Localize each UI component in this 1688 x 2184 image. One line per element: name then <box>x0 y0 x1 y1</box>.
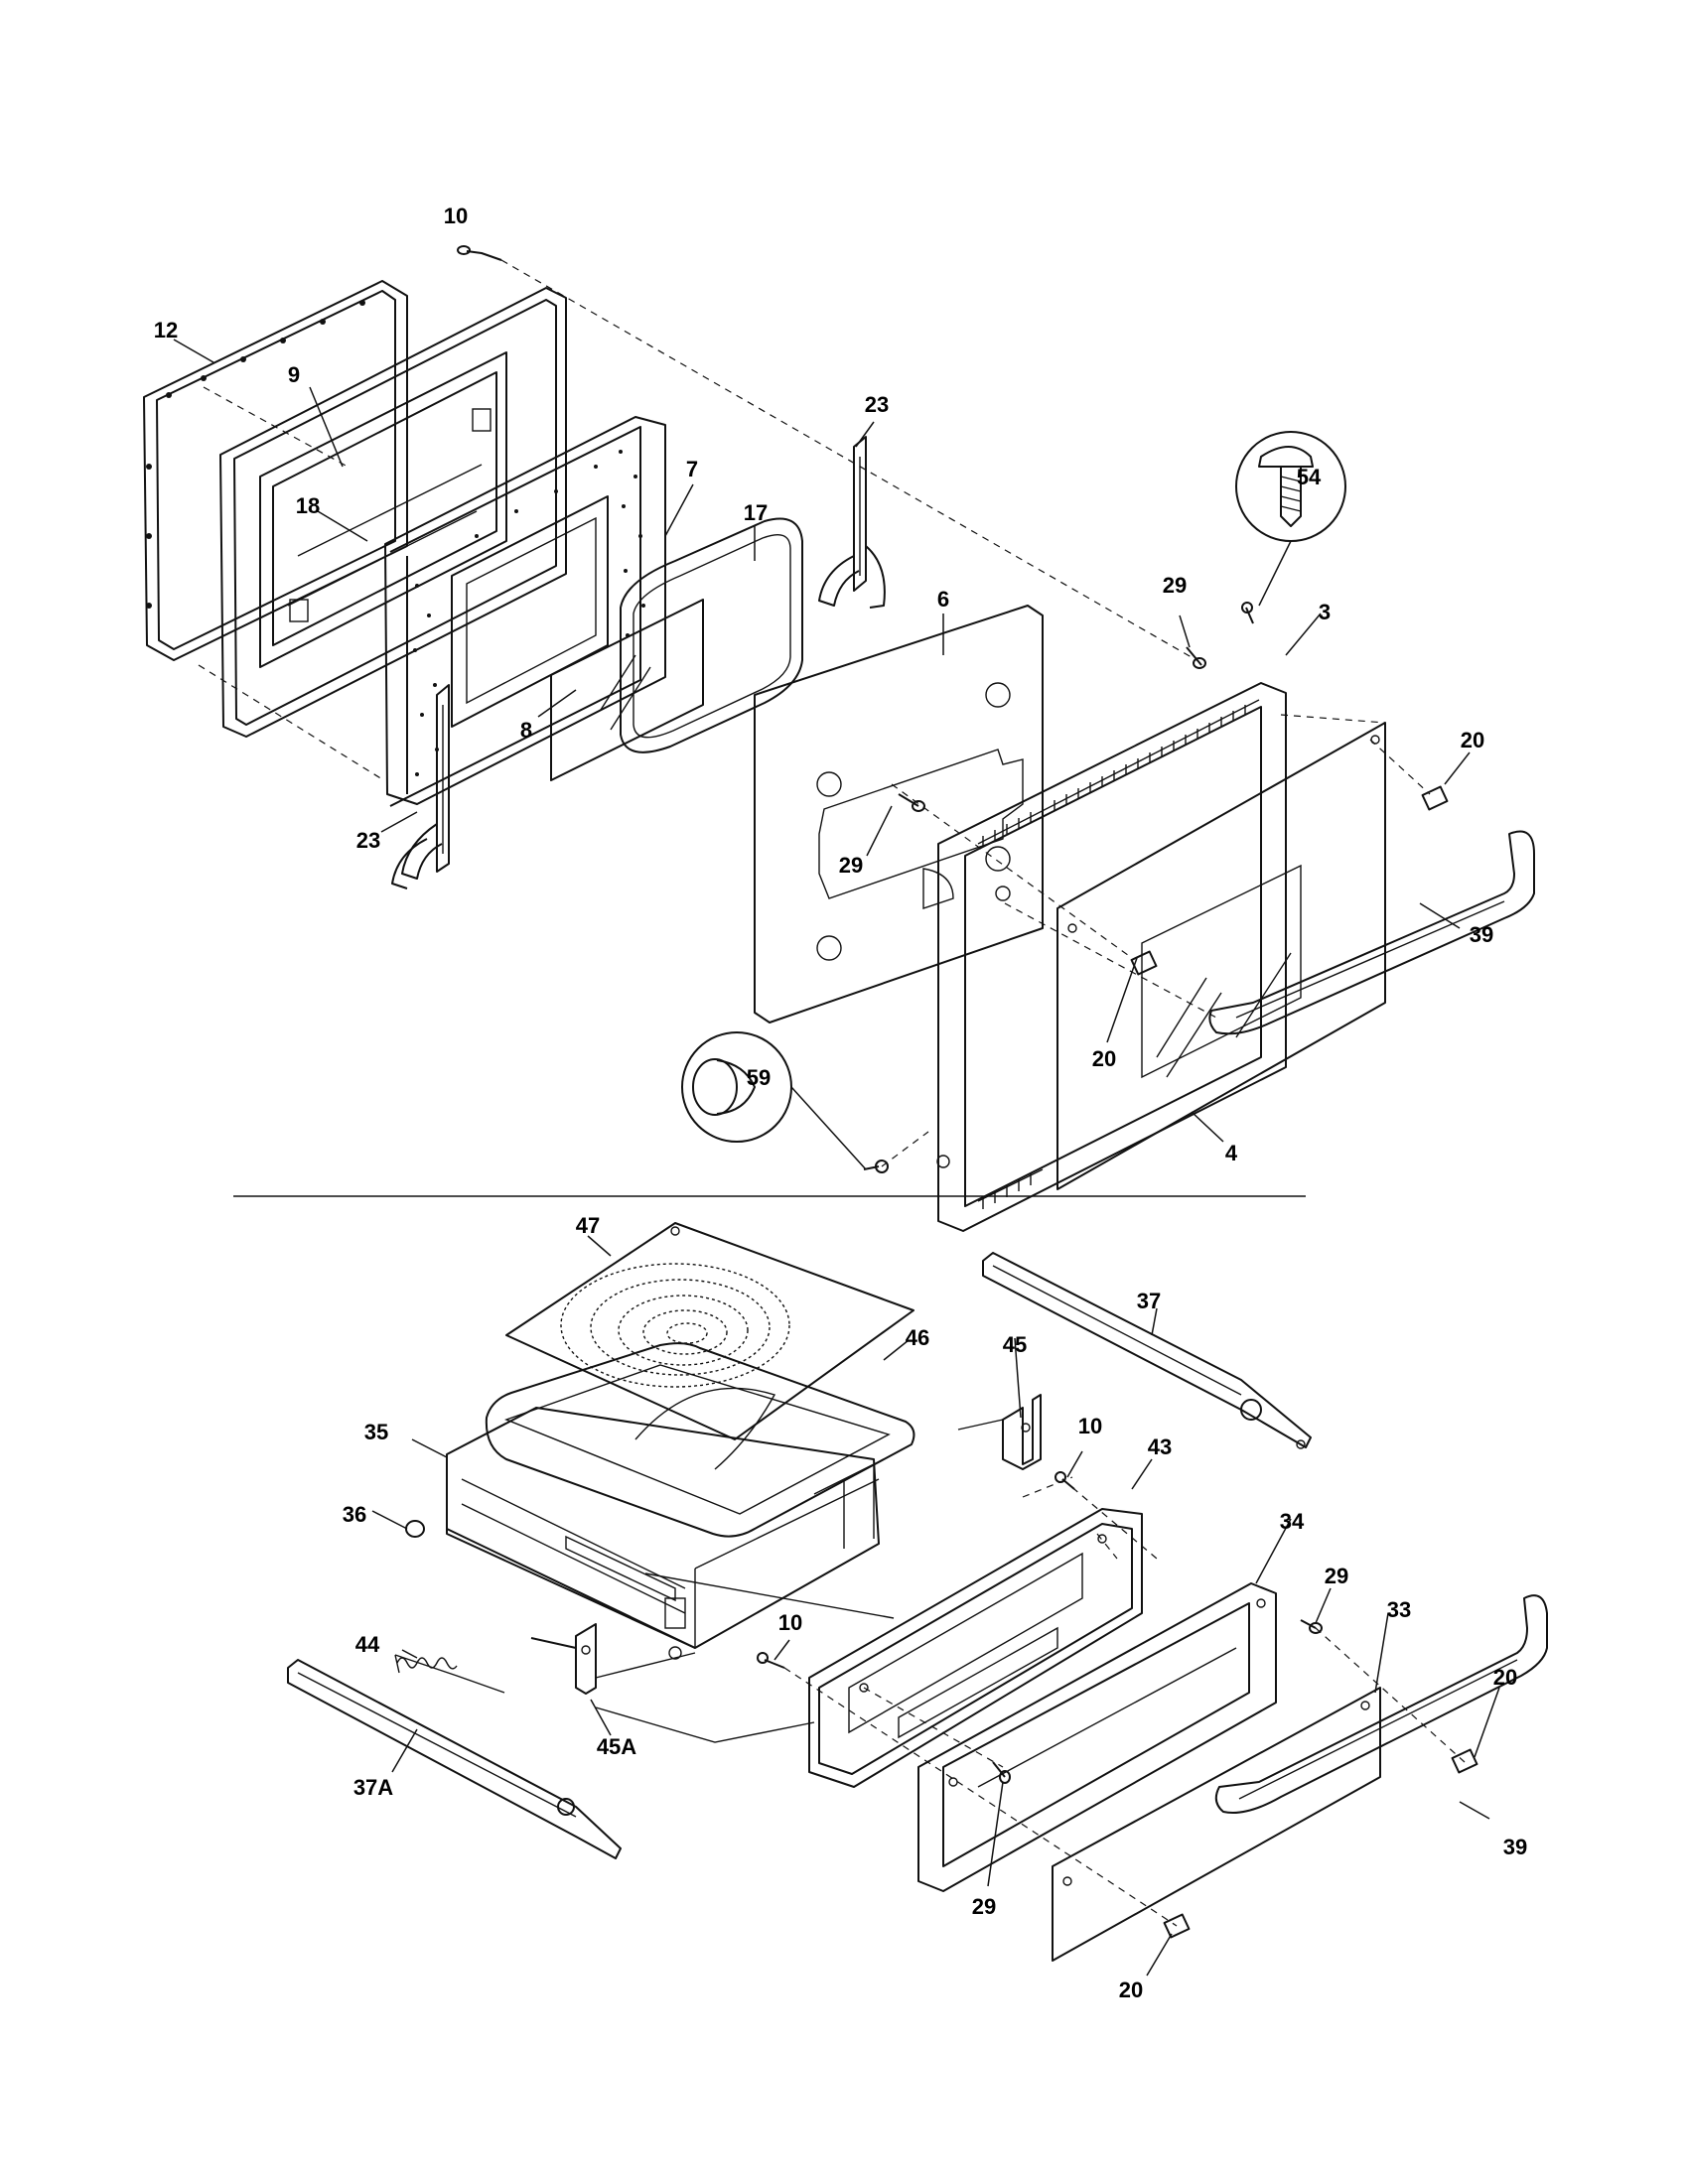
callout-37: 37 <box>1136 1289 1162 1313</box>
callout-35: 35 <box>363 1420 389 1444</box>
inset-circle-59 <box>681 1031 867 1170</box>
drawer-heating-element-plate <box>485 1342 915 1538</box>
callout-29-lower: 29 <box>971 1894 997 1919</box>
callout-29-upper-mid: 29 <box>838 853 864 878</box>
callout-17: 17 <box>743 500 769 525</box>
callout-10-lower-a: 10 <box>1077 1414 1103 1438</box>
hinge-left <box>391 684 450 889</box>
callout-45: 45 <box>1002 1332 1028 1357</box>
inset-circle-54 <box>1235 431 1346 607</box>
callout-39-lower: 39 <box>1502 1835 1528 1859</box>
drawer-front-frame <box>808 1508 1143 1788</box>
hardware-small-parts-lower <box>405 1471 1478 1939</box>
callout-54: 54 <box>1296 465 1322 489</box>
callout-45A: 45A <box>596 1734 637 1759</box>
callout-37A: 37A <box>352 1775 394 1800</box>
callout-9: 9 <box>287 362 301 387</box>
callout-39-upper: 39 <box>1469 922 1494 947</box>
door-inner-panel <box>754 605 1044 1024</box>
callout-43: 43 <box>1147 1434 1173 1459</box>
slide-bracket-45A <box>530 1623 597 1695</box>
door-inner-frame <box>219 287 567 738</box>
door-handle-upper <box>1208 830 1535 1035</box>
callout-23-left: 23 <box>355 828 381 853</box>
assembly-lines-lower <box>595 1476 1466 1927</box>
door-handle-lower <box>1214 1594 1548 1814</box>
callout-10-lower-b: 10 <box>777 1610 803 1635</box>
door-liner-gasket <box>143 280 408 661</box>
hinge-right <box>818 436 886 609</box>
drawer-top-cover <box>505 1222 914 1440</box>
callout-23-right: 23 <box>864 392 890 417</box>
callout-10-top: 10 <box>443 204 469 228</box>
callout-59: 59 <box>746 1065 772 1090</box>
callout-47: 47 <box>575 1213 601 1238</box>
assembly-lines-upper <box>198 259 1431 1167</box>
slide-bracket-45 <box>957 1394 1042 1470</box>
callout-18: 18 <box>295 493 321 518</box>
callout-34: 34 <box>1279 1509 1305 1534</box>
drawer-slide-right <box>982 1252 1312 1449</box>
callout-20-lower: 20 <box>1118 1978 1144 2002</box>
callout-20-upper-right: 20 <box>1460 728 1485 752</box>
callout-36: 36 <box>342 1502 367 1527</box>
callout-6: 6 <box>936 587 950 612</box>
callout-4: 4 <box>1224 1141 1238 1165</box>
callout-20-upper-mid: 20 <box>1091 1046 1117 1071</box>
door-window-glass <box>550 599 704 781</box>
callout-29-upper-right: 29 <box>1162 573 1188 598</box>
leader-lines <box>173 339 1500 1977</box>
window-gasket-loop <box>620 517 803 753</box>
drawer-body <box>446 1407 880 1660</box>
callout-44: 44 <box>354 1632 380 1657</box>
hardware-small-parts-upper <box>457 245 1449 1173</box>
drawer-front-panel <box>1052 1687 1381 1962</box>
drawer-spring <box>394 1654 505 1694</box>
callout-46: 46 <box>905 1325 930 1350</box>
callout-29-lower-right: 29 <box>1324 1564 1349 1588</box>
door-outer-glass-panel <box>1056 722 1386 1190</box>
door-insulation-and-baffle <box>384 416 666 807</box>
callout-3: 3 <box>1318 600 1332 624</box>
drawer-slide-left <box>287 1659 622 1859</box>
callout-20-lower-right: 20 <box>1492 1665 1518 1690</box>
callout-7: 7 <box>685 457 699 481</box>
callout-33: 33 <box>1386 1597 1412 1622</box>
callout-8: 8 <box>519 718 533 743</box>
door-outer-frame <box>936 682 1287 1232</box>
callout-12: 12 <box>153 318 179 342</box>
